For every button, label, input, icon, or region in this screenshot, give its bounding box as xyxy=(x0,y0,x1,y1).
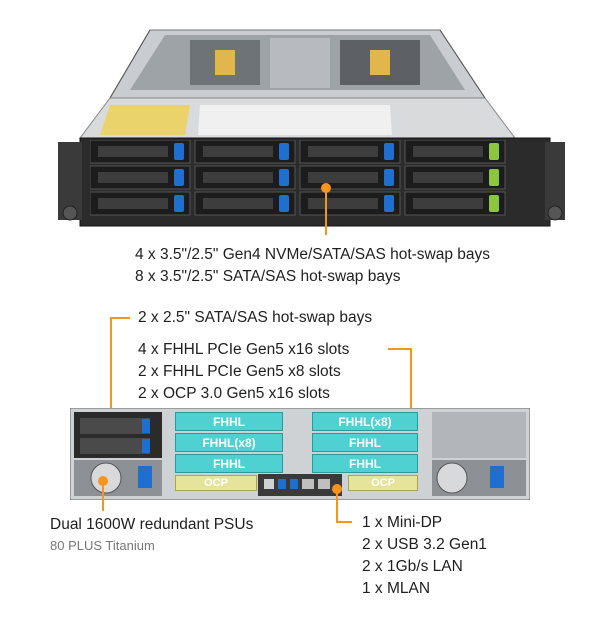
nvme-bay-latch xyxy=(489,169,499,186)
io-callout: 1 x Mini-DP 2 x USB 3.2 Gen1 2 x 1Gb/s L… xyxy=(362,512,487,600)
psu-callout-title: Dual 1600W redundant PSUs xyxy=(50,516,254,533)
front-callout-leader xyxy=(325,187,327,235)
sata-bay-latch xyxy=(384,195,394,212)
io-callout-leader-v xyxy=(336,488,338,523)
sata-bay-latch xyxy=(279,169,289,186)
pcie-slot-4-label: FHHL(x8) xyxy=(338,414,392,429)
drive-bay xyxy=(299,191,401,216)
pcie-slot-2-label: FHHL(x8) xyxy=(202,435,256,450)
nvme-bay-latch xyxy=(489,143,499,160)
drive-bay xyxy=(194,140,296,164)
drive-bay xyxy=(404,140,506,164)
io-callout-leader-h xyxy=(336,521,352,523)
drive-bay xyxy=(299,140,401,164)
pcie-slot-3-label: FHHL xyxy=(213,456,245,471)
pcie-callout-leader-h xyxy=(388,348,412,350)
front-bays-callout: 4 x 3.5"/2.5" Gen4 NVMe/SATA/SAS hot-swa… xyxy=(135,244,490,288)
pcie-slot-4: FHHL(x8) xyxy=(312,412,418,431)
front-callout-dot xyxy=(321,183,331,193)
sata-bay-latch xyxy=(279,195,289,212)
pcie-callout-leader-v xyxy=(410,348,412,430)
front-drive-bays xyxy=(90,140,506,216)
drive-bay xyxy=(90,140,191,164)
psu-callout: Dual 1600W redundant PSUs 80 PLUS Titani… xyxy=(50,514,253,553)
pcie-callout-line-2: 2 x FHHL PCIe Gen5 x8 slots xyxy=(138,363,341,380)
server-rear-image xyxy=(70,408,530,500)
pcie-slot-1: FHHL xyxy=(175,412,283,431)
bays25-callout-leader-v xyxy=(110,317,112,424)
psu-callout-subtitle: 80 PLUS Titanium xyxy=(50,538,155,553)
io-callout-line-1: 1 x Mini-DP xyxy=(362,514,443,531)
sata-bay-latch xyxy=(279,143,289,160)
bays25-callout: 2 x 2.5" SATA/SAS hot-swap bays xyxy=(138,307,372,329)
pcie-callout-line-1: 4 x FHHL PCIe Gen5 x16 slots xyxy=(138,341,350,358)
drive-bay xyxy=(194,165,296,190)
pcie-slot-1-label: FHHL xyxy=(213,414,245,429)
pcie-callout-line-3: 2 x OCP 3.0 Gen5 x16 slots xyxy=(138,385,330,402)
psu-callout-leader xyxy=(102,481,104,511)
sata-bay-latch xyxy=(174,169,184,186)
nvme-bay-latch xyxy=(489,195,499,212)
pcie-slot-6: FHHL xyxy=(312,454,418,473)
ocp-slot-2: OCP xyxy=(348,475,418,491)
io-callout-line-4: 1 x MLAN xyxy=(362,580,431,597)
io-callout-line-2: 2 x USB 3.2 Gen1 xyxy=(362,536,487,553)
pcie-slot-6-label: FHHL xyxy=(349,456,381,471)
ocp-slot-1: OCP xyxy=(175,475,257,491)
pcie-slot-5: FHHL xyxy=(312,433,418,452)
drive-bay xyxy=(90,165,191,190)
drive-bay xyxy=(90,191,191,216)
sata-bay-latch xyxy=(384,169,394,186)
sata-bay-latch xyxy=(174,143,184,160)
ocp-slot-2-label: OCP xyxy=(371,477,395,489)
drive-bay xyxy=(194,191,296,216)
pcie-callout: 4 x FHHL PCIe Gen5 x16 slots 2 x FHHL PC… xyxy=(138,339,349,405)
ocp-slot-1-label: OCP xyxy=(204,477,228,489)
pcie-slot-2: FHHL(x8) xyxy=(175,433,283,452)
drive-bay xyxy=(299,165,401,190)
sata-bay-latch xyxy=(174,195,184,212)
sata-bay-latch xyxy=(384,143,394,160)
drive-bay xyxy=(404,191,506,216)
bays25-callout-leader-h xyxy=(110,317,130,319)
bays25-callout-text: 2 x 2.5" SATA/SAS hot-swap bays xyxy=(138,309,373,326)
pcie-slot-5-label: FHHL xyxy=(349,435,381,450)
front-callout-line-1: 4 x 3.5"/2.5" Gen4 NVMe/SATA/SAS hot-swa… xyxy=(135,246,491,263)
io-callout-line-3: 2 x 1Gb/s LAN xyxy=(362,558,463,575)
front-callout-line-2: 8 x 3.5"/2.5" SATA/SAS hot-swap bays xyxy=(135,268,401,285)
pcie-slot-3: FHHL xyxy=(175,454,283,473)
drive-bay xyxy=(404,165,506,190)
